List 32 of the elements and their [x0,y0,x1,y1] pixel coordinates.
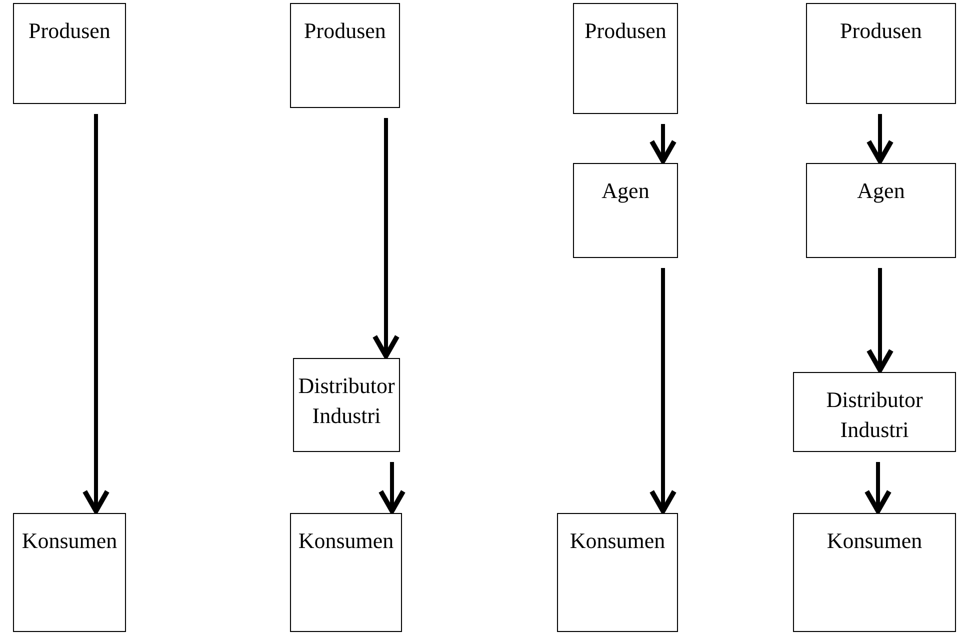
box-label: Agen [856,177,906,205]
arrow [372,118,400,358]
process-box [573,3,678,114]
box-label: Produsen [839,17,923,45]
arrow [82,114,110,514]
process-box [806,163,956,258]
box-label: Agen [600,177,650,205]
box-label: Konsumen [297,527,395,555]
arrow [378,462,406,514]
process-box [793,513,956,632]
box-label: Konsumen [568,527,666,555]
box-label: Konsumen [20,527,118,555]
arrow [866,268,894,372]
arrow [649,124,677,164]
box-label: Produsen [584,17,668,45]
process-box [13,3,126,104]
process-box [573,163,678,258]
process-box [13,513,126,632]
arrow [866,114,894,164]
process-box [793,372,956,452]
box-label: Konsumen [826,527,924,555]
box-label: Produsen [28,17,112,45]
process-box [293,358,400,452]
arrow [864,462,892,514]
process-box [290,513,402,632]
box-label: Distributor Industri [297,372,396,430]
box-label: Distributor Industri [825,386,924,444]
process-box [806,3,956,104]
box-label: Produsen [303,17,387,45]
arrow [649,268,677,514]
process-box [290,3,400,108]
process-box [557,513,678,632]
